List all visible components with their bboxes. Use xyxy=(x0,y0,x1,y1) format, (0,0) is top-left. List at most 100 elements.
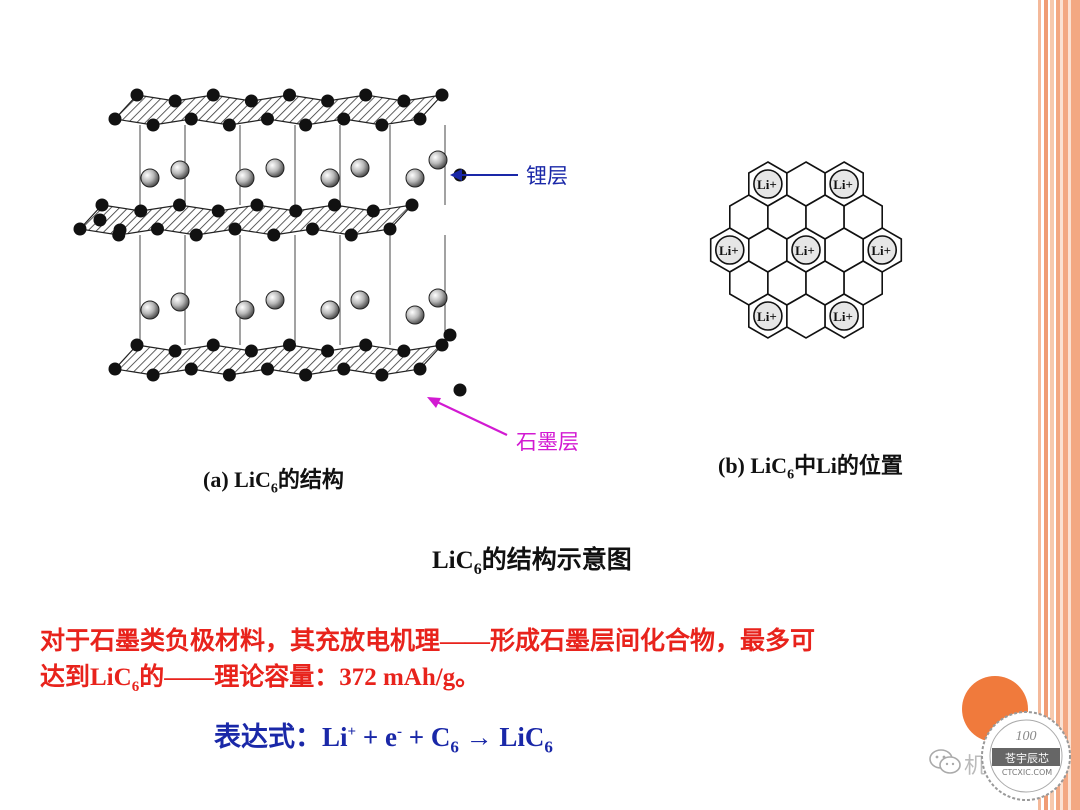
carbon-atom-7 xyxy=(397,94,411,108)
li-ion-label: Li+ xyxy=(833,177,853,192)
lithium-atom-8 xyxy=(140,300,160,320)
carbon-atom-47 xyxy=(184,362,198,376)
carbon-atom-13 xyxy=(261,112,274,126)
lithium-atom-13 xyxy=(350,290,370,310)
lithium-atom-6 xyxy=(405,168,425,188)
carbon-atom-5 xyxy=(321,94,335,108)
carbon-atom-37 xyxy=(168,344,182,358)
li-position-hex-diagram: Li+ Li+ Li+ Li+ Li+ Li+ Li+ xyxy=(709,161,903,339)
carbon-atom-18 xyxy=(95,198,109,212)
carbon-atom-44 xyxy=(435,338,449,352)
carbon-atom-58 xyxy=(113,223,127,237)
carbon-atom-51 xyxy=(337,362,351,376)
li-ion-site xyxy=(829,301,859,331)
figure-b-caption: (b) LiC6中Li的位置 xyxy=(718,453,903,483)
li-ion-label: Li+ xyxy=(833,309,853,324)
li-ion-label: Li+ xyxy=(757,309,777,324)
carbon-atom-0 xyxy=(130,88,144,102)
carbon-atom-39 xyxy=(244,344,258,358)
watermark: 机 100 苍宇辰芯 CTCXIC.COM xyxy=(918,711,1078,808)
carbon-atom-40 xyxy=(283,338,296,352)
li-ion-site xyxy=(791,235,821,265)
carbon-atom-50 xyxy=(299,368,313,382)
description-line-1: 对于石墨类负极材料，其充放电机理——形成石墨层间化合物，最多可 xyxy=(40,628,816,655)
carbon-atom-26 xyxy=(405,198,419,212)
carbon-atom-17 xyxy=(413,112,427,126)
carbon-atom-43 xyxy=(397,344,411,358)
carbon-atom-9 xyxy=(108,112,122,126)
carbon-atom-20 xyxy=(173,198,186,212)
li-ion-site xyxy=(753,169,783,199)
carbon-atom-16 xyxy=(375,118,389,132)
carbon-atom-4 xyxy=(283,88,296,102)
li-layer-label: 锂层 xyxy=(526,164,568,188)
decorative-stripes xyxy=(1038,0,1080,810)
lithium-atom-14 xyxy=(405,305,425,325)
reaction-formula: 表达式：Li+ + e- + C6 → LiC6 xyxy=(214,722,553,757)
carbon-atom-24 xyxy=(328,198,341,212)
carbon-atom-53 xyxy=(413,362,427,376)
li-ion-site xyxy=(829,169,859,199)
carbon-atom-14 xyxy=(299,118,313,132)
carbon-atom-42 xyxy=(359,338,373,352)
li-ion-label: Li+ xyxy=(719,243,739,258)
graphite-sheet-1 xyxy=(113,94,444,126)
li-ion-label: Li+ xyxy=(757,177,777,192)
carbon-atom-29 xyxy=(151,222,164,236)
carbon-atom-25 xyxy=(366,204,380,218)
carbon-atom-30 xyxy=(189,228,203,242)
lithium-atom-4 xyxy=(320,168,340,188)
carbon-atom-21 xyxy=(211,204,225,218)
carbon-atom-38 xyxy=(206,338,220,352)
lithium-atom-9 xyxy=(170,292,190,312)
carbon-atom-55 xyxy=(443,328,457,342)
carbon-atom-27 xyxy=(73,222,87,236)
carbon-atom-11 xyxy=(184,112,198,126)
li-ion-site xyxy=(714,235,745,265)
mechanism-description: 对于石墨类负极材料，其充放电机理——形成石墨层间化合物，最多可 达到LiC6的—… xyxy=(40,624,1000,705)
wechat-icon xyxy=(929,749,961,774)
graphite-layer-label: 石墨层 xyxy=(516,430,579,454)
carbon-atom-41 xyxy=(321,344,335,358)
carbon-atom-19 xyxy=(134,204,148,218)
carbon-atom-49 xyxy=(261,362,274,376)
lithium-atom-12 xyxy=(320,300,340,320)
lithium-atom-15 xyxy=(428,288,448,308)
carbon-atom-57 xyxy=(93,213,107,227)
badge-bottom-text: CTCXIC.COM xyxy=(1001,768,1053,777)
lithium-atom-1 xyxy=(170,160,190,180)
carbon-atom-6 xyxy=(359,88,373,102)
lithium-atom-2 xyxy=(235,168,255,188)
li-ion-site xyxy=(867,235,898,265)
lic6-structure-diagram xyxy=(73,88,467,397)
figure-a-caption: (a) LiC6的结构 xyxy=(203,467,344,497)
lithium-atom-7 xyxy=(428,150,448,170)
carbon-atom-1 xyxy=(168,94,182,108)
carbon-atom-32 xyxy=(267,228,281,242)
account-text: 机 xyxy=(964,754,987,779)
li-ion-label: Li+ xyxy=(871,243,891,258)
carbon-atom-36 xyxy=(130,338,144,352)
description-line-2: 达到LiC6的——理论容量：372 mAh/g。 xyxy=(40,664,481,695)
carbon-atom-31 xyxy=(228,222,242,236)
badge-mid-text: 苍宇辰芯 xyxy=(1005,752,1049,765)
graphite-sheet-2 xyxy=(78,204,414,236)
lithium-atom-5 xyxy=(350,158,370,178)
lithium-atom-0 xyxy=(140,168,160,188)
lithium-atom-11 xyxy=(265,290,285,310)
carbon-atom-33 xyxy=(306,222,319,236)
carbon-atom-34 xyxy=(344,228,358,242)
carbon-atom-22 xyxy=(250,198,264,212)
carbon-atom-52 xyxy=(375,368,389,382)
lithium-atom-3 xyxy=(265,158,285,178)
carbon-atom-2 xyxy=(206,88,220,102)
carbon-atom-8 xyxy=(435,88,449,102)
li-ion-site xyxy=(753,301,783,331)
li-ion-label: Li+ xyxy=(795,243,815,258)
badge-top-text: 100 xyxy=(1016,729,1037,744)
carbon-atom-12 xyxy=(222,118,236,132)
carbon-atom-46 xyxy=(146,368,160,382)
carbon-atom-3 xyxy=(244,94,258,108)
lithium-atom-10 xyxy=(235,300,255,320)
carbon-atom-10 xyxy=(146,118,160,132)
